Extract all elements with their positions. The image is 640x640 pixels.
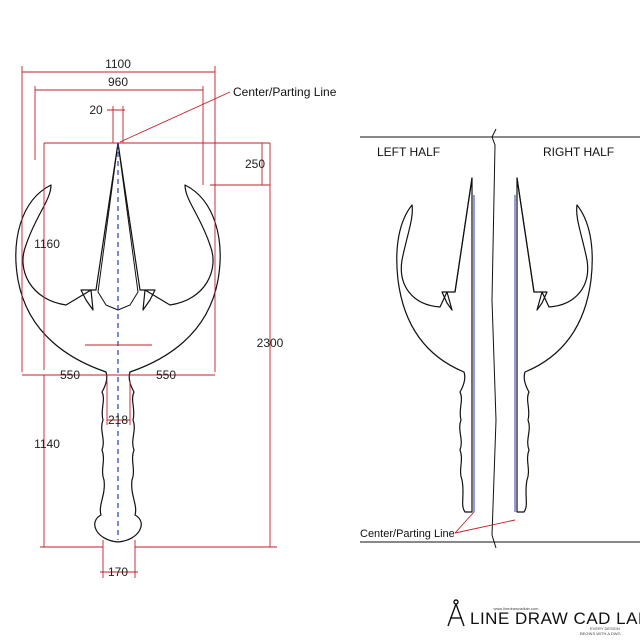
split-frame bbox=[360, 128, 640, 549]
dim-left-half-width: 550 bbox=[60, 368, 80, 382]
label-right-half: RIGHT HALF bbox=[543, 145, 614, 159]
dim-total-height: 2300 bbox=[257, 336, 284, 350]
dim-inner-width: 960 bbox=[108, 75, 128, 89]
logo-tagline-2: BEGINS WITH A DWG bbox=[580, 631, 621, 636]
dimension-lines bbox=[21, 66, 277, 578]
left-half-outline bbox=[396, 177, 473, 513]
compass-icon bbox=[447, 599, 465, 627]
line-draw-cad-lab-logo: www.linedrawcadlab.com LINE DRAW CAD LAB… bbox=[447, 599, 640, 636]
logo-tagline-1: EVERY DESIGN bbox=[590, 626, 620, 631]
dim-right-half-width: 550 bbox=[156, 368, 176, 382]
dim-overall-width: 1100 bbox=[105, 57, 131, 71]
label-left-half: LEFT HALF bbox=[377, 145, 440, 159]
dim-handle-end-width: 170 bbox=[108, 565, 128, 579]
logo-name: LINE DRAW CAD LAB bbox=[470, 609, 640, 628]
parting-line-leaders bbox=[454, 511, 516, 534]
right-half-outline bbox=[516, 177, 593, 513]
dim-head-height: 1160 bbox=[34, 237, 60, 251]
dim-outer-tip-drop: 250 bbox=[245, 157, 265, 171]
callout-center-parting-line-top: Center/Parting Line bbox=[233, 85, 337, 99]
dim-neck-width: 218 bbox=[108, 413, 128, 427]
dim-handle-height: 1140 bbox=[34, 437, 60, 451]
logo-website: www.linedrawcadlab.com bbox=[494, 606, 540, 611]
dim-tip-width: 20 bbox=[89, 103, 103, 117]
callout-center-parting-line-bottom: Center/Parting Line bbox=[360, 528, 455, 540]
